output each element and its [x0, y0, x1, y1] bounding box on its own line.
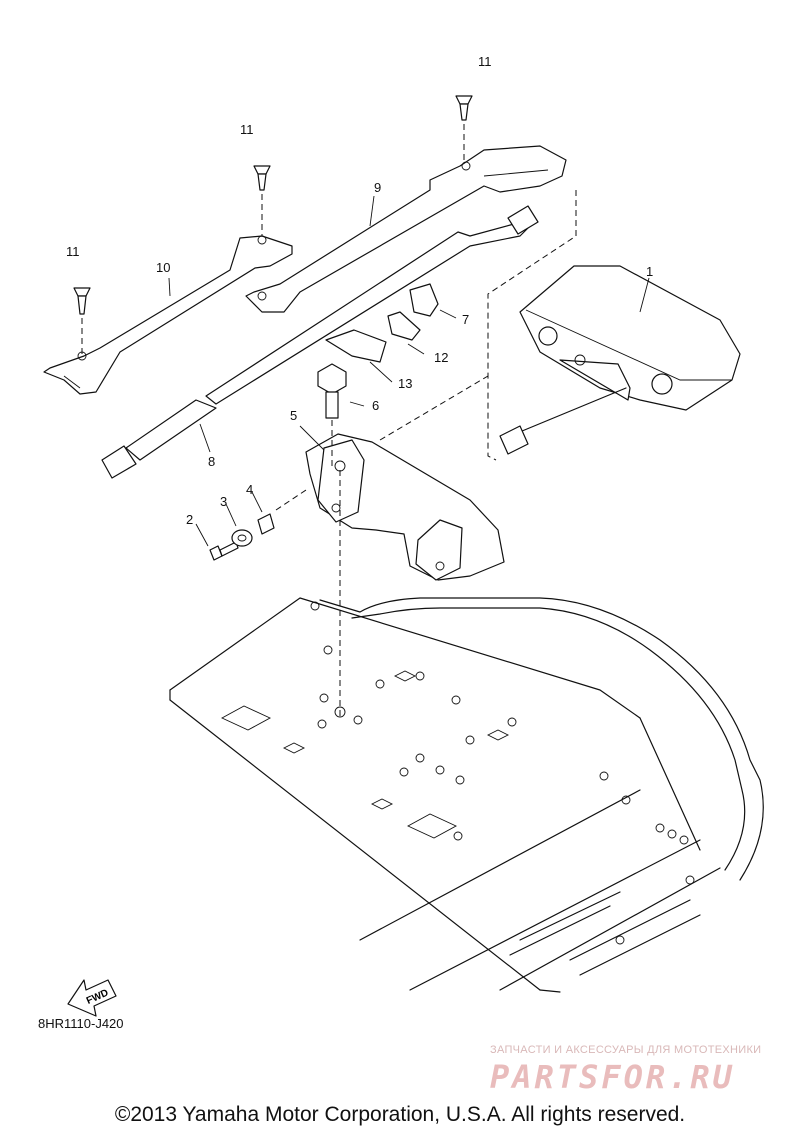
- bolt-part-6: [317, 363, 347, 419]
- grommet-part-3: [231, 529, 253, 547]
- clip-part-7: [409, 283, 439, 317]
- callout-11-middle: 11: [240, 122, 254, 137]
- diagram-code: 8HR1110-J420: [38, 1016, 124, 1031]
- callout-11-left: 11: [66, 244, 80, 259]
- callout-8: 8: [208, 454, 215, 469]
- leader-lines: [81, 124, 650, 716]
- callout-11-right: 11: [478, 54, 492, 69]
- callout-7: 7: [462, 312, 469, 327]
- rail-part-10: [43, 235, 293, 395]
- watermark-subtitle: ЗАПЧАСТИ И АКСЕССУАРЫ ДЛЯ МОТОТЕХНИКИ: [490, 1044, 762, 1056]
- callout-9: 9: [374, 180, 381, 195]
- callout-2: 2: [186, 512, 193, 527]
- callout-4: 4: [246, 482, 253, 497]
- callout-1: 1: [646, 264, 653, 279]
- callout-6: 6: [372, 398, 379, 413]
- callout-3: 3: [220, 494, 227, 509]
- callout-12: 12: [434, 350, 448, 365]
- callout-13: 13: [398, 376, 412, 391]
- bracket-part-5: [305, 433, 505, 581]
- callout-10: 10: [156, 260, 170, 275]
- rail-part-9: [245, 145, 567, 313]
- watermark-logo: PARTSFOR.RU: [490, 1058, 735, 1096]
- copyright-text: ©2013 Yamaha Motor Corporation, U.S.A. A…: [114, 1103, 686, 1126]
- screw-part-11: [73, 95, 473, 315]
- callout-5: 5: [290, 408, 297, 423]
- clamp-part-12: [387, 311, 421, 341]
- light-part-1: [487, 190, 741, 461]
- bracket-part-13: [325, 329, 387, 363]
- collar-part-4: [257, 513, 275, 535]
- damper-part-8: [101, 205, 539, 479]
- fwd-arrow-icon: FWD: [67, 979, 117, 1017]
- cargo-frame: [169, 597, 764, 993]
- screw-part-2: [209, 541, 239, 561]
